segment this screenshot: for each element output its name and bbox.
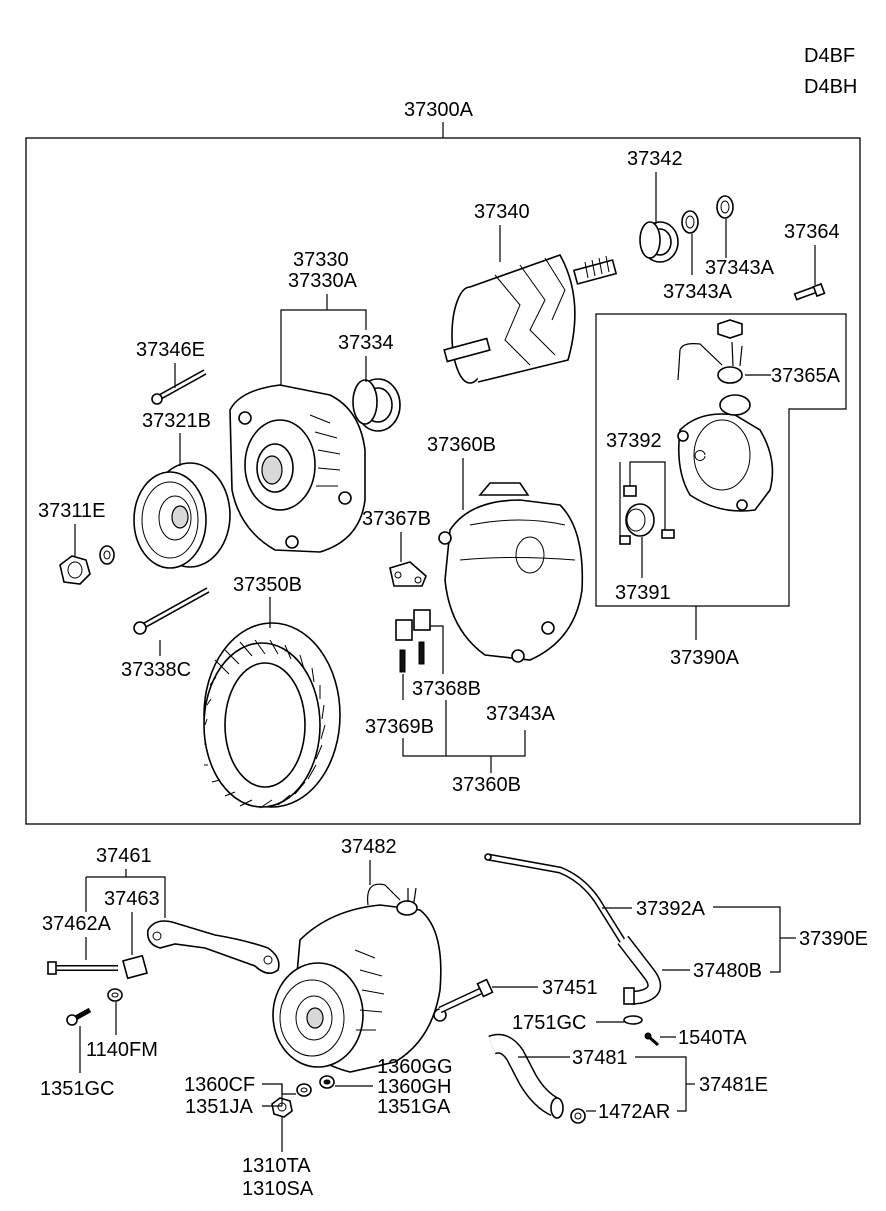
label-37350B: 37350B [233, 574, 302, 596]
label-37360B-lower: 37360B [452, 774, 521, 796]
label-37340: 37340 [474, 201, 530, 223]
label-37461: 37461 [96, 845, 152, 867]
vacuum-hose-part [617, 935, 662, 1005]
pulley-nut-part [59, 545, 115, 585]
pulley-part [133, 462, 231, 569]
brush-holder-part [389, 561, 427, 587]
label-1360CF: 1360CF [184, 1074, 255, 1096]
label-37462A: 37462A [42, 913, 112, 935]
rotor-part [443, 254, 618, 384]
oring-part [623, 1015, 643, 1025]
bushing-part [122, 954, 148, 980]
alternator-part [272, 883, 447, 1073]
label-37330: 37330 [293, 249, 349, 271]
label-1751GC: 1751GC [512, 1012, 587, 1034]
label-1351JA: 1351JA [185, 1096, 253, 1118]
label-37463: 37463 [104, 888, 160, 910]
label-37367B: 37367B [362, 508, 431, 530]
mounting-bolt-part [438, 978, 494, 1014]
label-37334: 37334 [338, 332, 394, 354]
label-1140FM: 1140FM [86, 1039, 158, 1061]
label-37390E: 37390E [799, 928, 868, 950]
label-37481: 37481 [572, 1047, 628, 1069]
label-37321B: 37321B [142, 410, 211, 432]
clip-part [644, 1032, 660, 1047]
adjusting-bracket-part [146, 920, 280, 974]
label-37311E: 37311E [38, 500, 105, 522]
label-37392: 37392 [606, 430, 662, 452]
vacuum-pump-frame [595, 313, 847, 607]
label-37360B-upper: 37360B [427, 434, 496, 456]
label-37481E: 37481E [699, 1074, 768, 1096]
label-37369B: 37369B [365, 716, 434, 738]
label-37346E: 37346E [136, 339, 205, 361]
label-37368B: 37368B [412, 678, 481, 700]
label-37482: 37482 [341, 836, 397, 858]
oil-hose-part [488, 1033, 586, 1124]
label-1351GC: 1351GC [40, 1078, 115, 1100]
nut-ta-part [271, 1097, 293, 1118]
label-37451: 37451 [542, 977, 598, 999]
label-37364: 37364 [784, 221, 840, 243]
label-1540TA: 1540TA [678, 1027, 747, 1049]
vane-part [619, 485, 675, 545]
label-37365A: 37365A [771, 365, 841, 387]
label-37391: 37391 [615, 582, 671, 604]
washer-b-part [716, 195, 734, 219]
nut-cf-part [296, 1083, 312, 1097]
stud-bolt-part [151, 369, 207, 405]
label-1351GA: 1351GA [377, 1096, 451, 1118]
label-1360GH: 1360GH [377, 1076, 452, 1098]
front-bracket-part [229, 384, 366, 553]
label-37338C: 37338C [121, 659, 191, 681]
stator-part [203, 622, 341, 809]
through-bolt-part [133, 587, 210, 635]
label-1472AR: 1472AR [598, 1101, 670, 1123]
front-bearing-part [352, 378, 401, 432]
label-37343A-upper: 37343A [705, 257, 775, 279]
vacuum-pipe-part [484, 853, 628, 947]
label-37330A: 37330A [288, 270, 358, 292]
assembly-code-label: 37300A [404, 99, 474, 121]
rear-bolt-part [793, 282, 826, 301]
engine-code-2: D4BH [804, 76, 857, 98]
label-37480B: 37480B [693, 960, 762, 982]
label-37343A-cover: 37343A [486, 703, 556, 725]
brush-part [395, 609, 431, 673]
label-1310TA: 1310TA [242, 1155, 311, 1177]
label-37343A-lower: 37343A [663, 281, 733, 303]
label-1310SA: 1310SA [242, 1178, 314, 1200]
label-37392A: 37392A [636, 898, 706, 920]
vacuum-pump-part [677, 394, 774, 512]
label-37342: 37342 [627, 148, 683, 170]
washer-a-part [681, 210, 699, 234]
rear-bearing-part [639, 221, 679, 263]
washer-lower-part [107, 988, 123, 1002]
short-bolt-part [66, 1007, 92, 1026]
label-37390A: 37390A [670, 647, 740, 669]
nut-gg-part [319, 1075, 335, 1089]
rear-bracket-part [438, 482, 584, 663]
assembly-frame [25, 137, 861, 825]
vacuum-cap-part [677, 319, 743, 384]
label-1360GG: 1360GG [377, 1056, 453, 1078]
long-bolt-part [47, 961, 118, 975]
engine-code-1: D4BF [804, 45, 855, 67]
